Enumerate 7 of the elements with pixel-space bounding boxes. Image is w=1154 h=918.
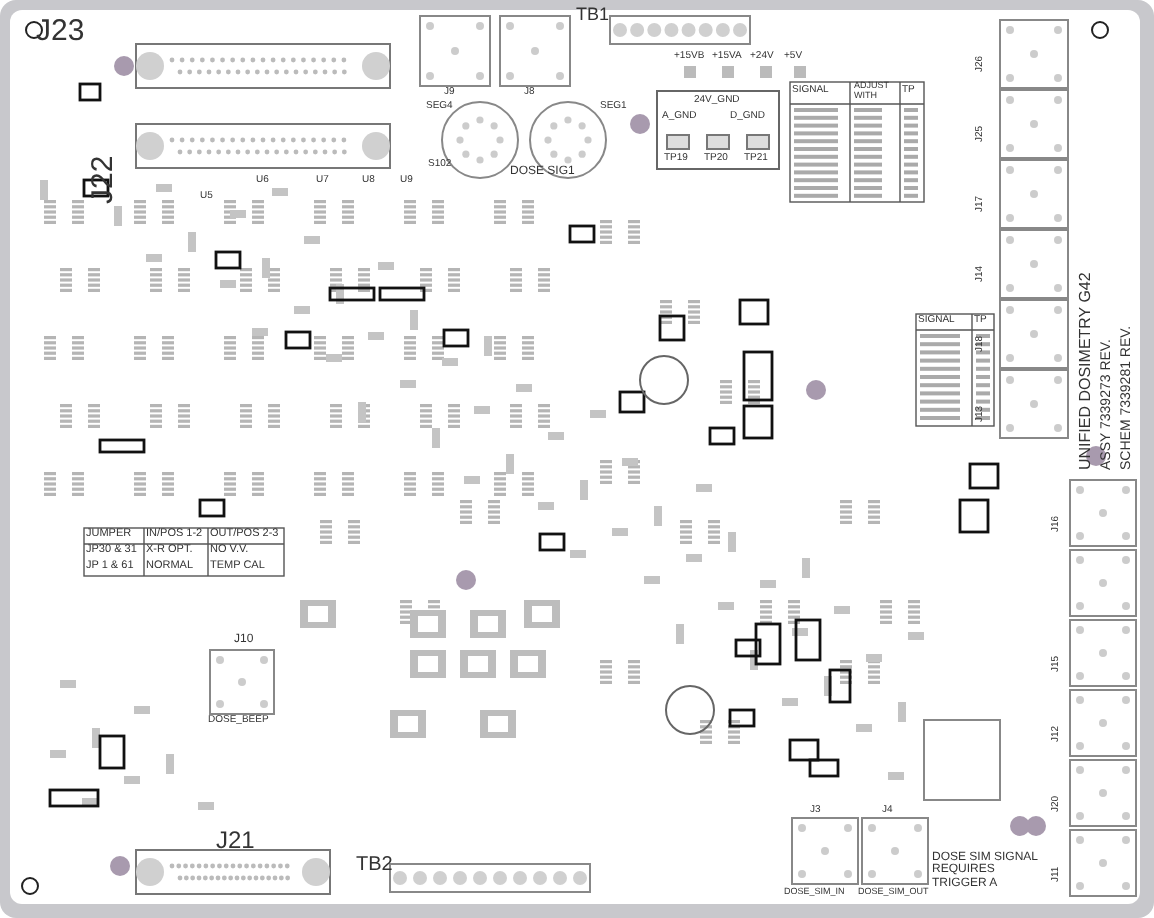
reference-designator: TB1 xyxy=(576,6,612,25)
reference-designator: TB2 xyxy=(356,856,395,877)
board-title: UNIFIED DOSIMETRY G42 xyxy=(1078,272,1095,470)
ground-pad-box xyxy=(656,90,780,170)
reference-designator: J21 xyxy=(216,828,257,854)
reference-designator: J23 xyxy=(36,16,87,48)
reference-designator: J22 xyxy=(88,155,120,204)
